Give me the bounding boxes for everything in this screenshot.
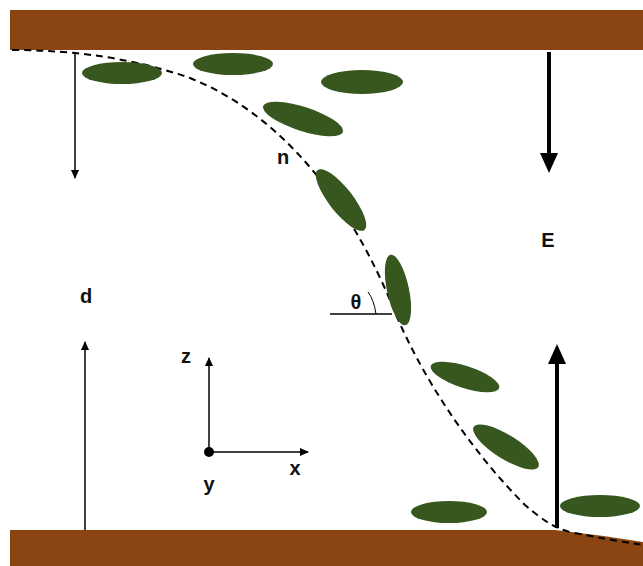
axis-label: z (181, 346, 191, 366)
gap-arrow (74, 52, 76, 178)
field-label: E (541, 230, 554, 250)
field-arrowhead (540, 153, 558, 173)
axis-label: x (289, 458, 300, 478)
field-arrow (555, 362, 559, 528)
axis-origin (204, 447, 214, 457)
angle-label: θ (351, 292, 362, 312)
director-profile (12, 50, 643, 545)
top-plate (10, 10, 643, 50)
field-arrow (547, 52, 551, 155)
angle-reference (330, 313, 392, 315)
field-arrowhead (548, 344, 566, 364)
axis (208, 358, 210, 452)
axis (209, 451, 308, 453)
director-label: n (277, 147, 289, 167)
axis-label: y (203, 474, 214, 494)
gap-arrow (84, 342, 86, 530)
gap-label: d (80, 286, 92, 306)
angle-arc (368, 292, 376, 314)
bottom-plate (10, 530, 643, 566)
